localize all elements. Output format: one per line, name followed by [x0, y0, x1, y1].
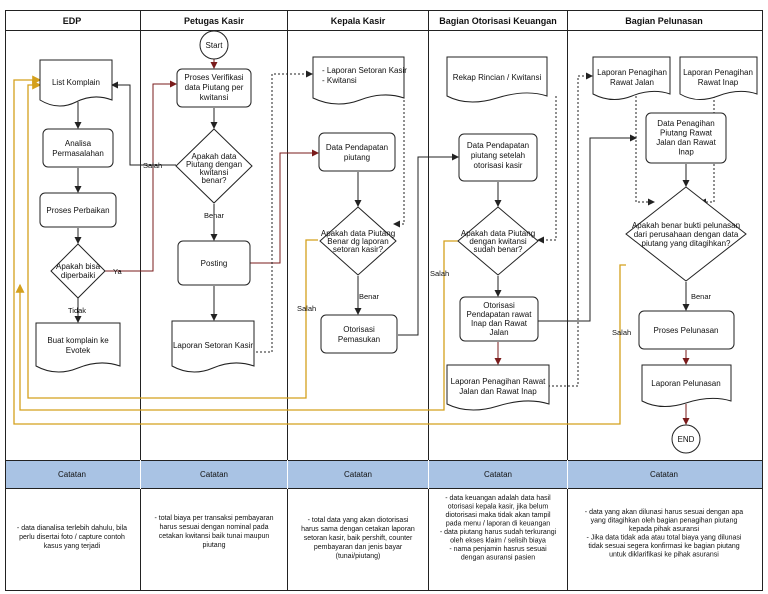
- cek-otorisasi-diamond: [457, 206, 539, 276]
- analisa-box: [42, 128, 114, 168]
- pendapatan-otorisasi-box: [458, 133, 538, 182]
- rekap-text: Rekap Rincian / Kwitansi: [453, 73, 542, 82]
- label-salah-otorisasi: Salah: [430, 269, 449, 278]
- cek-pelunasan-diamond: [625, 186, 747, 282]
- notes-header-band: [6, 460, 762, 488]
- edge-otorisasi-penagihan: [538, 134, 637, 322]
- edge-laporan-pelunasan: [548, 72, 593, 387]
- catatan-label: Catatan: [58, 470, 86, 479]
- laporan-pelunasan-text: Laporan Pelunasan: [651, 379, 720, 388]
- perbaikan-text: Proses Perbaikan: [46, 206, 109, 215]
- lane-title-kasir: Petugas Kasir: [184, 16, 245, 26]
- catatan-label: Catatan: [200, 470, 228, 479]
- label-benar-kepala: Benar: [359, 292, 380, 301]
- edge-rawat-jalan-decision: [635, 96, 655, 206]
- lane-title-kepala: Kepala Kasir: [331, 16, 386, 26]
- end-node: [671, 424, 701, 454]
- edge-rekap-decision: [537, 96, 557, 244]
- lane-title-edp: EDP: [63, 16, 82, 26]
- start-text: Start: [206, 41, 224, 50]
- verifikasi-box: [176, 68, 252, 108]
- lane-title-otorisasi: Bagian Otorisasi Keuangan: [439, 16, 557, 26]
- lap-rawat-inap-doc: [679, 56, 758, 100]
- edge-ya-verifikasi: [105, 80, 177, 272]
- catatan-label: Catatan: [484, 470, 512, 479]
- end-text: END: [678, 435, 695, 444]
- edge-rawat-inap-decision: [699, 96, 715, 206]
- note-pelunasan: - data yang akan dilunasi harus sesuai d…: [585, 509, 743, 559]
- catatan-label: Catatan: [344, 470, 372, 479]
- label-ya: Ya: [113, 267, 122, 276]
- rekap-doc: [446, 56, 548, 103]
- label-benar-pelunasan: Benar: [691, 292, 712, 301]
- start-node: [199, 30, 229, 60]
- label-salah-pelunasan: Salah: [612, 328, 631, 337]
- otorisasi-rawat-box: [459, 296, 539, 342]
- otorisasi-pemasukan-box: [320, 314, 398, 354]
- evotek-doc: [35, 322, 121, 373]
- label-tidak: Tidak: [68, 306, 86, 315]
- label-salah-kepala: Salah: [297, 304, 316, 313]
- edge-salah-kepala: [27, 80, 318, 399]
- laporan-setoran-doc: [171, 320, 255, 373]
- posting-box: [177, 240, 251, 286]
- lap-rawat-jalan-doc: [592, 56, 671, 100]
- edge-salah-komplain: [111, 81, 176, 166]
- edge-salah-pelunasan: [13, 75, 626, 425]
- edge-salah-otorisasi: [15, 240, 458, 411]
- lap-penagihan-rj-ri-doc: [446, 364, 550, 411]
- catatan-label: Catatan: [650, 470, 678, 479]
- posting-text: Posting: [201, 259, 228, 268]
- cek-kepala-diamond: [319, 206, 397, 276]
- label-benar-kasir: Benar: [204, 211, 225, 220]
- proses-pelunasan-box: [638, 310, 735, 350]
- bisa-diperbaiki-diamond: [50, 243, 106, 299]
- laporan-setoran-text: Laporan Setoran Kasir: [173, 341, 253, 350]
- edge-otorisasi-pendapatan: [398, 153, 459, 336]
- data-penagihan-box: [645, 112, 727, 164]
- setoran-kwitansi-text: - Laporan Setoran Kasir- Kwitansi: [322, 66, 407, 85]
- swimlane-frame: [5, 10, 763, 591]
- laporan-pelunasan-doc: [641, 364, 732, 407]
- label-salah-kasir: Salah: [143, 161, 162, 170]
- edge-setoran-decision: [393, 100, 405, 228]
- list-komplain-text: List Komplain: [52, 78, 100, 87]
- cek-kasir-diamond: [175, 128, 253, 204]
- pendapatan-piutang-box: [318, 132, 396, 172]
- edge-laporan-kepala: [252, 70, 313, 353]
- edge-posting-pendapatan: [250, 149, 319, 264]
- setoran-kwitansi-doc: [312, 56, 405, 105]
- perbaikan-box: [39, 192, 117, 228]
- list-komplain-doc: [39, 59, 113, 107]
- proses-pelunasan-text: Proses Pelunasan: [654, 326, 719, 335]
- lane-title-pelunasan: Bagian Pelunasan: [625, 16, 703, 26]
